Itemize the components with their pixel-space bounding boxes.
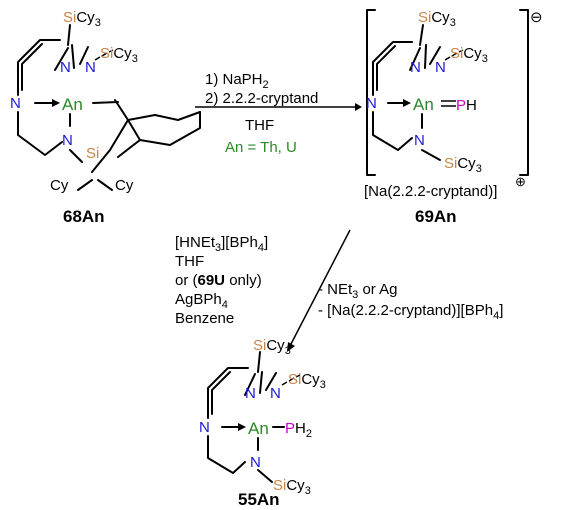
step2-solvent-b: Benzene bbox=[175, 310, 234, 327]
step1-solvent: THF bbox=[245, 117, 274, 134]
step2-reagent-a: [HNEt3][BPh4] bbox=[175, 234, 268, 254]
step2-reagent-b: AgBPh4 bbox=[175, 291, 228, 311]
step1-metal-note: An = Th, U bbox=[225, 139, 297, 156]
step2-arrow bbox=[287, 229, 351, 352]
n-label: N bbox=[250, 454, 261, 471]
structure-68An: SiCy3 SiCy3 N N N An N Si Cy Cy 68An bbox=[10, 9, 201, 226]
si-label: SiCy3 bbox=[63, 9, 101, 29]
step1-line1: 1) NaPH2 bbox=[205, 71, 269, 91]
cy-label: Cy bbox=[50, 177, 69, 194]
n-label: N bbox=[199, 419, 210, 436]
step2-alt: or (69U only) bbox=[175, 272, 262, 289]
n-label: N bbox=[414, 132, 425, 149]
metal-label: An bbox=[413, 95, 434, 114]
step2-conditions: [HNEt3][BPh4] THF or (69U only) AgBPh4 B… bbox=[175, 234, 268, 327]
metal-label: An bbox=[62, 95, 83, 114]
si-label: SiCy3 bbox=[444, 155, 482, 175]
byproduct-line1: - NEt3 or Ag bbox=[318, 281, 398, 301]
n-label: N bbox=[10, 95, 21, 112]
charge-minus: ⊖ bbox=[530, 9, 543, 26]
structure-69An: SiCy3 SiCy3 N N N An PH N SiCy3 ⊖ [Na(2.… bbox=[364, 9, 543, 226]
structure-55An: SiCy3 SiCy3 N N N An PH2 N SiCy3 55An bbox=[199, 337, 326, 509]
si-label: SiCy3 bbox=[253, 337, 291, 357]
si-label: Si bbox=[86, 145, 99, 162]
n-label: N bbox=[60, 59, 71, 76]
charge-plus: ⊕ bbox=[515, 174, 526, 189]
cation-label: [Na(2.2.2-cryptand)] bbox=[364, 183, 497, 200]
n-label: N bbox=[270, 385, 281, 402]
n-label: N bbox=[366, 95, 377, 112]
cy-label: Cy bbox=[115, 177, 134, 194]
byproduct-line2: - [Na(2.2.2-cryptand)][BPh4] bbox=[318, 302, 503, 322]
compound-label-68An: 68An bbox=[63, 207, 105, 226]
compound-label-55An: 55An bbox=[238, 490, 280, 509]
n-label: N bbox=[62, 132, 73, 149]
step1-conditions: 1) NaPH2 2) 2.2.2-cryptand THF An = Th, … bbox=[195, 71, 362, 156]
si-label: SiCy3 bbox=[450, 45, 488, 65]
n-label: N bbox=[85, 59, 96, 76]
compound-label-69An: 69An bbox=[415, 207, 457, 226]
ph-label: PH bbox=[456, 97, 477, 114]
ph2-label: PH2 bbox=[285, 420, 312, 440]
si-label: SiCy3 bbox=[273, 477, 311, 497]
n-label: N bbox=[435, 59, 446, 76]
n-label: N bbox=[410, 59, 421, 76]
step2-solvent: THF bbox=[175, 253, 204, 270]
step1-line2: 2) 2.2.2-cryptand bbox=[205, 90, 318, 107]
byproducts: - NEt3 or Ag - [Na(2.2.2-cryptand)][BPh4… bbox=[318, 281, 503, 322]
n-label: N bbox=[245, 385, 256, 402]
si-label: SiCy3 bbox=[418, 9, 456, 29]
si-label: SiCy3 bbox=[100, 45, 138, 65]
metal-label: An bbox=[248, 419, 269, 438]
si-label: SiCy3 bbox=[288, 371, 326, 391]
